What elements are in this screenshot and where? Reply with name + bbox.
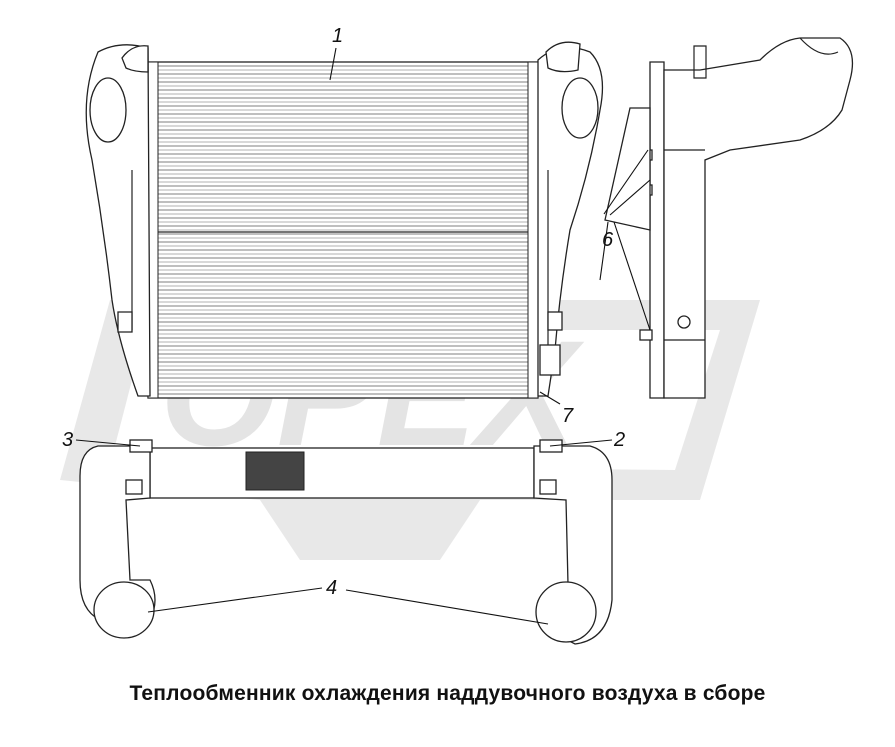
radiator-core <box>147 61 539 399</box>
callout-4: 4 <box>326 577 337 599</box>
left-tank <box>85 44 151 397</box>
callout-6: 6 <box>602 229 614 251</box>
bottom-pipe-assembly <box>79 439 613 645</box>
intercooler-assembly-drawing: OPEX <box>60 25 854 645</box>
right-tank <box>537 41 604 397</box>
callout-3: 3 <box>62 429 73 451</box>
callout-7: 7 <box>562 405 574 427</box>
callout-2: 2 <box>613 429 625 451</box>
leader-lines <box>75 47 651 625</box>
figure-caption: Теплообменник охлаждения наддувочного во… <box>129 682 766 705</box>
callout-1: 1 <box>332 25 343 47</box>
side-view <box>604 37 854 399</box>
